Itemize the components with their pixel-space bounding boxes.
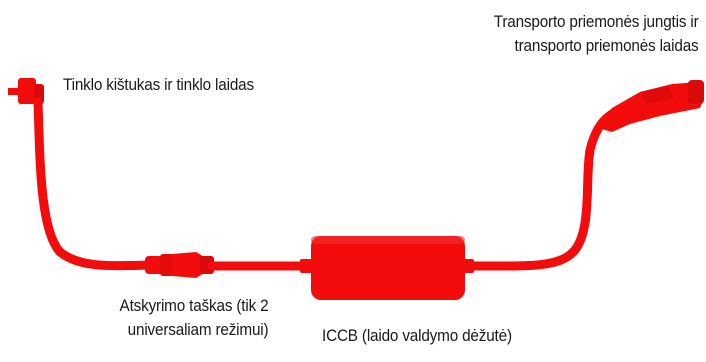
disconnect-connector xyxy=(145,252,214,278)
disconnect-point-label: Atskyrimo taškas (tik 2 universaliam rež… xyxy=(119,294,268,342)
iccb-box xyxy=(311,236,465,300)
iccb-label: ICCB (laido valdymo dėžutė) xyxy=(322,326,512,345)
mains-cable xyxy=(33,97,155,271)
disconnect-point-label-line-2: universaliam režimui) xyxy=(127,320,268,339)
vehicle-connector xyxy=(598,80,704,132)
vehicle-cable xyxy=(467,107,620,271)
mains-plug-label: Tinklo kištukas ir tinklo laidas xyxy=(63,75,254,94)
vehicle-connector-label: Transporto priemonės jungtis ir transpor… xyxy=(493,10,698,58)
disconnect-point-label-line-1: Atskyrimo taškas (tik 2 xyxy=(119,296,268,315)
vehicle-connector-label-line-1: Transporto priemonės jungtis ir xyxy=(493,12,698,31)
vehicle-connector-label-line-2: transporto priemonės laidas xyxy=(514,36,698,55)
